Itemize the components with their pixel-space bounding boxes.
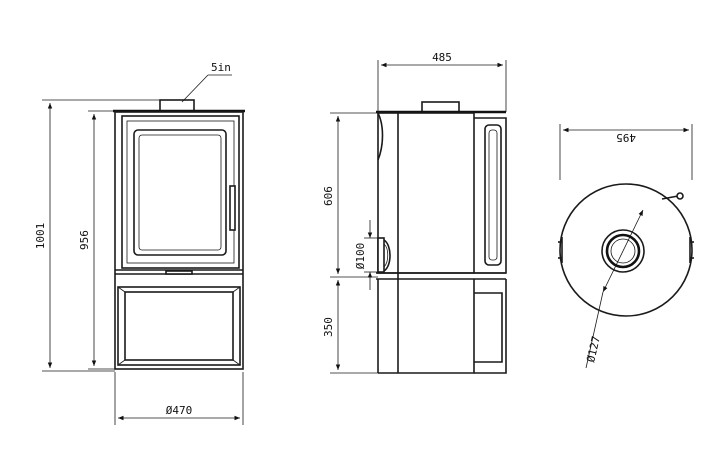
log-store-outer xyxy=(117,286,241,366)
damper-lever xyxy=(676,192,684,200)
total-height-label: 1001 xyxy=(34,223,47,250)
door-glass-inner xyxy=(138,134,222,251)
upper-height-label: 606 xyxy=(322,186,335,206)
side-door-profile xyxy=(484,124,502,266)
top-depth-label: 495 xyxy=(616,131,636,144)
flue-diameter-label: Ø127 xyxy=(584,335,603,364)
side-view xyxy=(376,101,507,374)
depth-label: 485 xyxy=(432,51,452,64)
air-vent-slot xyxy=(165,270,193,275)
side-body-upper xyxy=(377,112,475,274)
door-handle xyxy=(229,185,236,231)
flue-collar xyxy=(159,99,195,112)
door-frame xyxy=(121,115,240,269)
lower-height-label: 350 xyxy=(322,317,335,337)
top-dimensions: 495 Ø127 xyxy=(559,124,693,369)
side-flue-collar xyxy=(421,101,460,113)
stove-body xyxy=(114,111,244,370)
top-outline xyxy=(559,183,693,317)
top-view xyxy=(558,183,694,317)
front-dimensions: 5in 1001 956 Ø470 xyxy=(34,61,244,425)
side-dimensions: 485 606 350 Ø100 xyxy=(322,51,507,374)
width-label: Ø470 xyxy=(166,404,193,417)
flue-size-label: 5in xyxy=(211,61,231,74)
front-view xyxy=(113,99,245,370)
door-inner-frame xyxy=(126,120,235,264)
door-glass xyxy=(133,129,227,256)
air-inlet-knob xyxy=(377,237,385,273)
air-inlet-label: Ø100 xyxy=(354,243,367,270)
log-store-inner xyxy=(124,291,234,361)
body-height-label: 956 xyxy=(78,230,91,250)
